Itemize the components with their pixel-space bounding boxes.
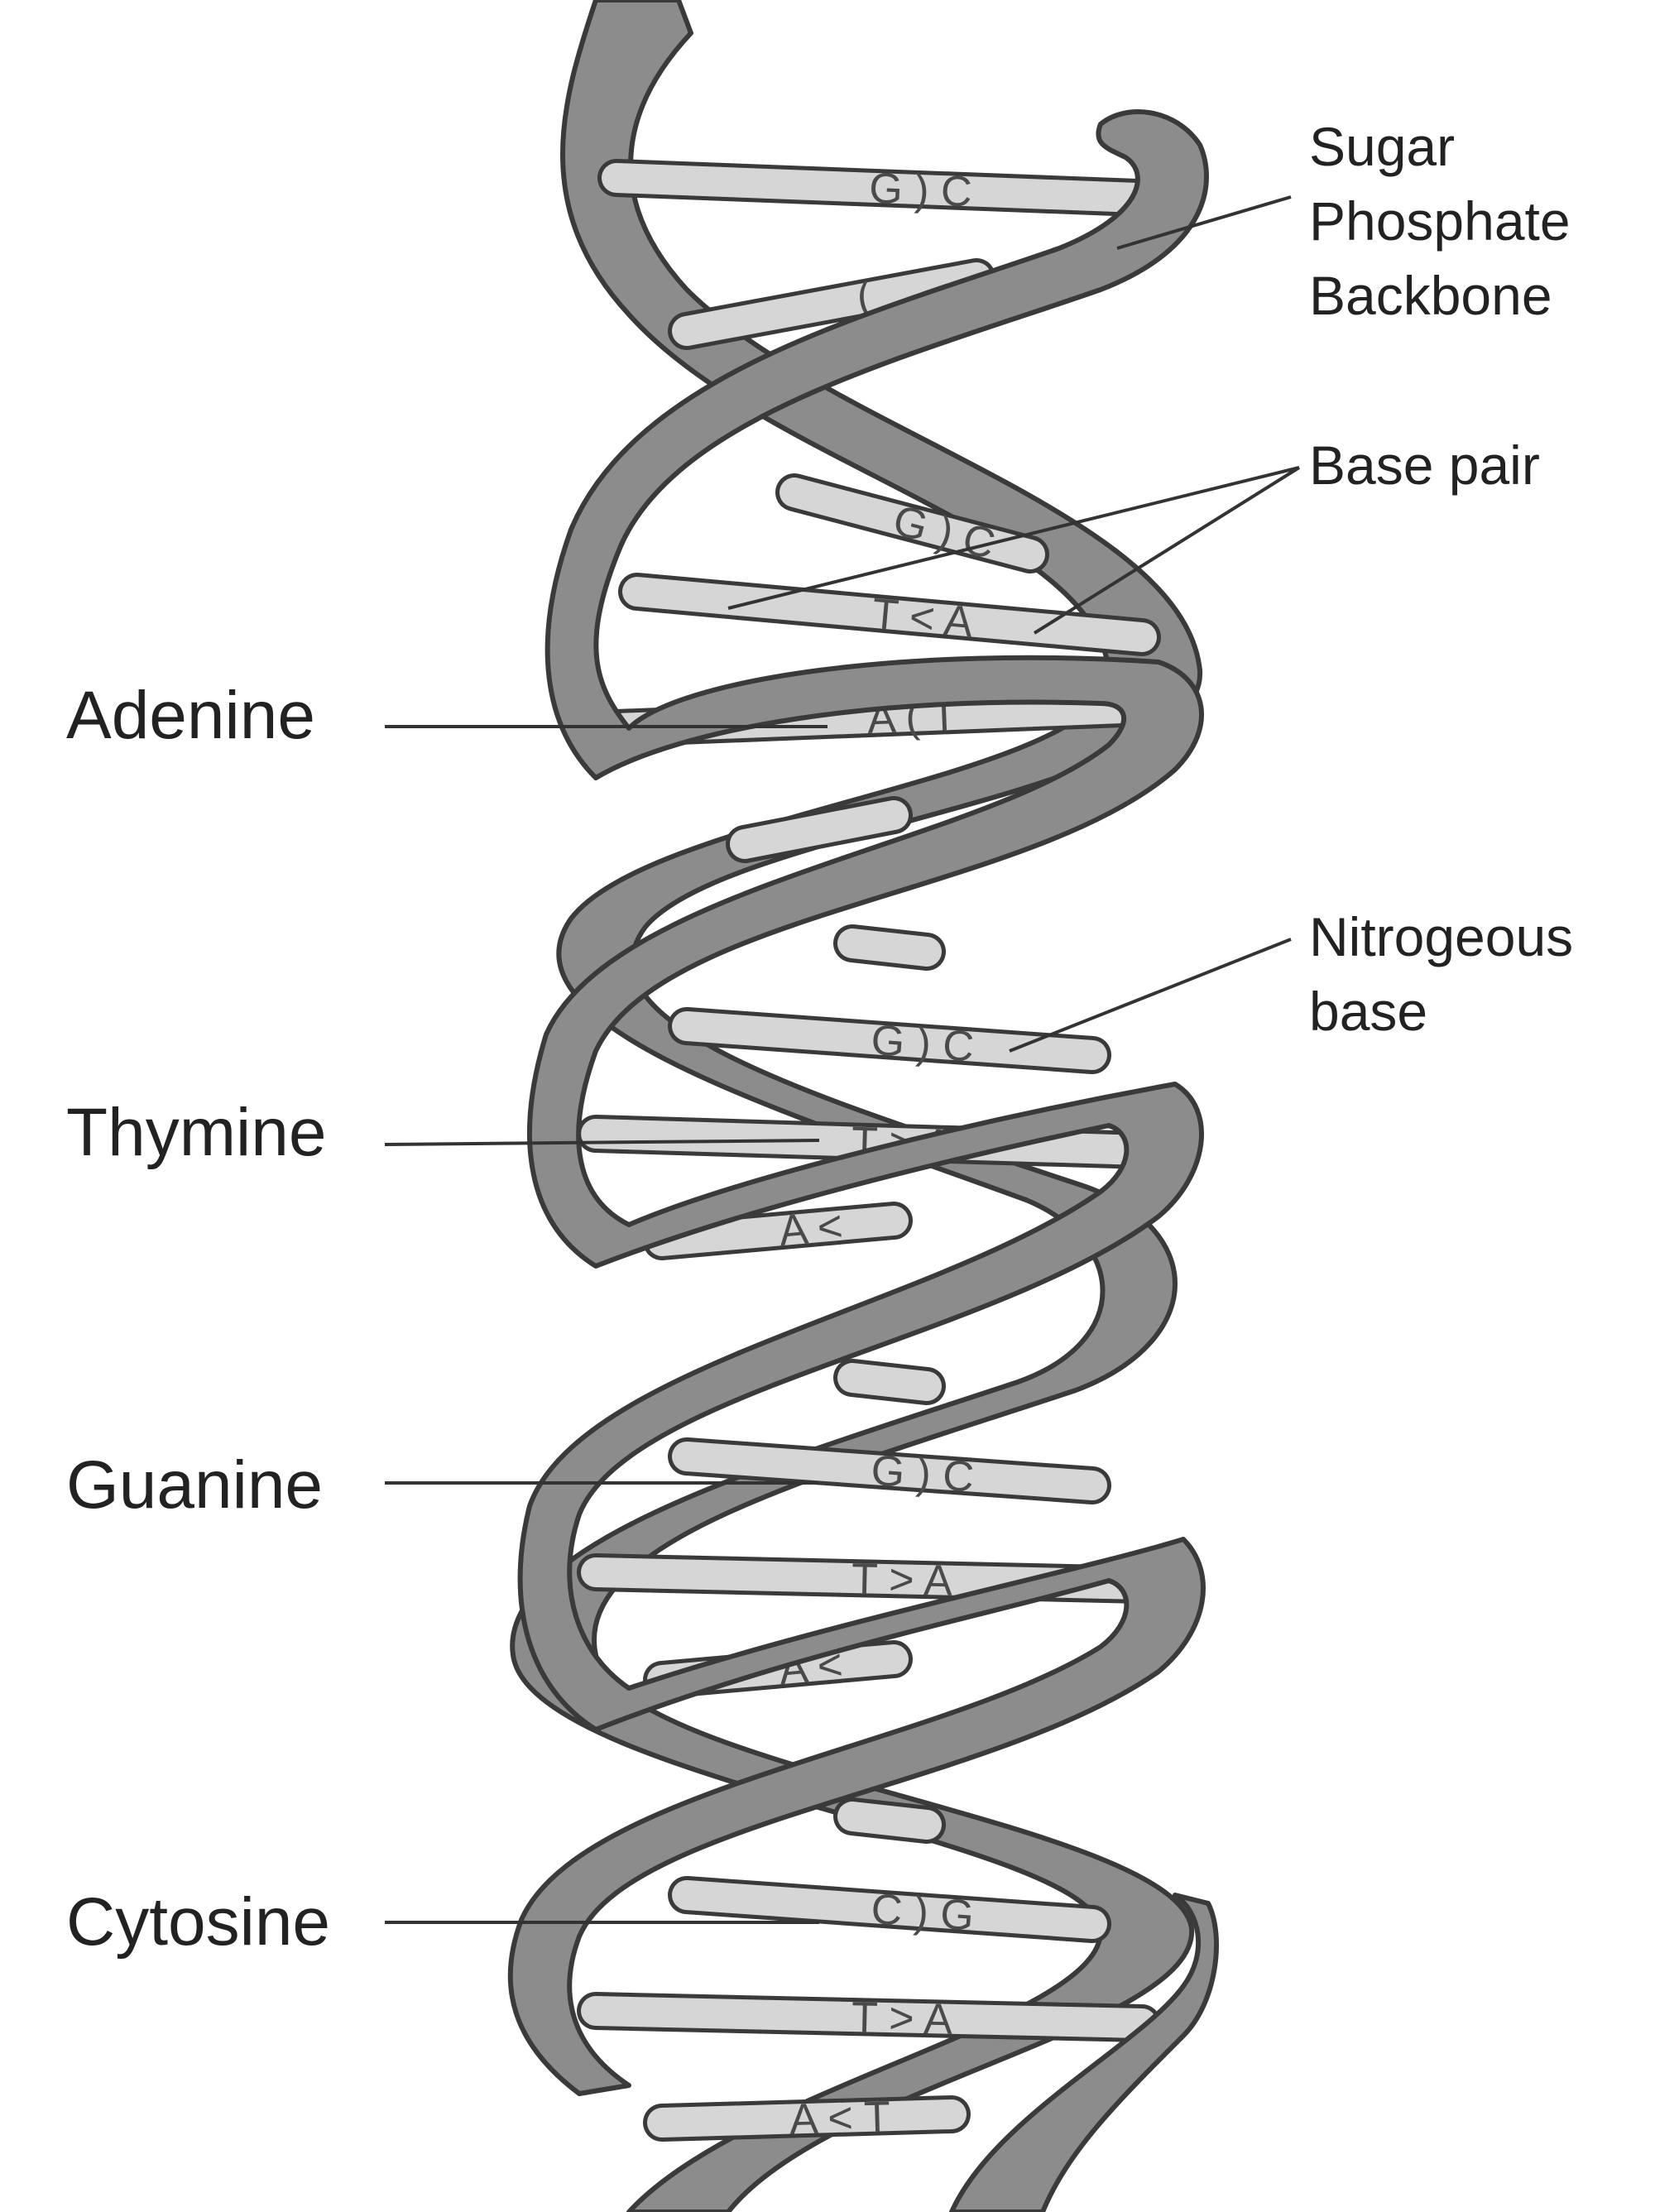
rung-fill [622, 577, 1157, 652]
base-pairs: G ) C(G ) CT < AA ( TG ) CT > AA <G ) CT… [577, 159, 1178, 2144]
rung-fill [837, 928, 942, 967]
thymine-leader [384, 1139, 820, 1146]
base-pair-rung [726, 796, 913, 863]
base-pair-letters: A < [777, 1202, 844, 1256]
front-strand-tail [949, 1893, 1219, 2212]
base-pair-letters: T < A [870, 590, 975, 647]
adenine-label: Adenine [66, 678, 315, 753]
backbone-label-line1: Sugar [1309, 116, 1455, 177]
thymine-label: Thymine [66, 1095, 326, 1170]
base-pair-letters: T > A [851, 1555, 953, 1605]
base-pair-letters: T > A [851, 1994, 953, 2044]
base-pair-rung: G ) C [668, 1437, 1111, 1504]
base-pair-rung [833, 1797, 946, 1844]
base-pair-rung: A < T [643, 2093, 971, 2144]
rung-fill [672, 1011, 1107, 1070]
base-pair-letters: G ) C [870, 1016, 976, 1072]
base-pair-letters: A < T [789, 2093, 891, 2143]
rung-fill [672, 262, 991, 346]
rung-fill [730, 800, 909, 859]
front-strand [507, 109, 1209, 2096]
backbone-leader [1116, 195, 1292, 250]
rung-fill [837, 1802, 942, 1840]
rung-fill [837, 1363, 942, 1401]
rung-fill [647, 2099, 967, 2138]
cytosine-label: Cytosine [66, 1884, 330, 1960]
base-pair-rung: T < A [618, 573, 1161, 656]
rung-fill [672, 1880, 1107, 1939]
nitrogenous-leader [1009, 938, 1292, 1053]
base-pair-letters: C ) G [870, 1885, 976, 1941]
base-pair-rung: G ) C [597, 159, 1178, 218]
rung-fill [602, 163, 1173, 214]
base-pair-letters: G ) C [870, 1447, 976, 1502]
base-pair-leader-2 [1033, 466, 1301, 635]
base-pair-rung: G ) C [668, 1007, 1111, 1074]
base-pair-rung [833, 1359, 946, 1405]
rung-fill [672, 1442, 1107, 1500]
base-pair-rung: C ) G [668, 1876, 1111, 1943]
rung-fill [581, 1119, 1157, 1165]
backbone-label-line2: Phosphate [1309, 190, 1571, 252]
rung-fill [647, 1206, 909, 1256]
base-pair-rung [833, 924, 946, 971]
backbone-label-line3: Backbone [1309, 265, 1552, 326]
base-pair-rung: A < [643, 1202, 913, 1260]
base-pair-letters: G ) C [868, 165, 972, 217]
base-pair-leader-1 [727, 466, 1300, 610]
base-pair-rung: T > A [577, 1992, 1161, 2044]
nitrogenous-label-line1: Nitrogeous [1309, 906, 1573, 967]
guanine-label: Guanine [66, 1447, 323, 1523]
base-pair-label: Base pair [1309, 434, 1540, 496]
rung-fill [581, 1996, 1157, 2038]
nitrogenous-label-line2: base [1309, 981, 1427, 1042]
